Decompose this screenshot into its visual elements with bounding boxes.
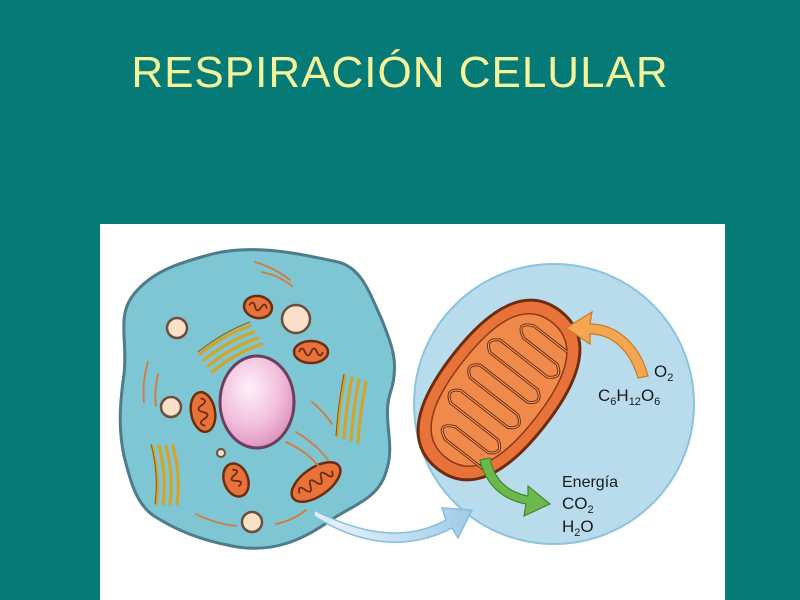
input-arrow xyxy=(564,310,649,379)
diagram-panel: O2 C6H12O6 Energía CO2 H2O xyxy=(100,224,725,600)
water-subscript: 2 xyxy=(574,527,580,539)
output-labels: Energía CO2 H2O xyxy=(562,474,618,539)
co2-symbol: CO xyxy=(562,494,588,513)
oxygen-label: O2 xyxy=(654,362,673,384)
glucose-label: C6H12O6 xyxy=(598,386,660,408)
cell-mitochondria xyxy=(189,294,342,503)
co2-subscript: 2 xyxy=(588,504,594,516)
svg-text:O2: O2 xyxy=(654,362,673,384)
energy-label: Energía xyxy=(562,474,618,491)
water-hydrogen: H xyxy=(562,517,574,536)
glucose-carbon: C xyxy=(598,386,610,405)
svg-text:C6H12O6: C6H12O6 xyxy=(598,386,660,408)
zoom-arrow xyxy=(313,507,474,543)
vesicles xyxy=(159,303,312,534)
nucleus xyxy=(218,354,296,450)
slide-title: RESPIRACIÓN CELULAR xyxy=(131,48,669,97)
large-mitochondrion xyxy=(416,298,582,482)
oxygen-subscript: 2 xyxy=(667,372,673,384)
glucose-hydrogen-subscript: 12 xyxy=(629,396,641,408)
water-oxygen: O xyxy=(580,517,593,536)
glucose-oxygen: O xyxy=(641,386,654,405)
glucose-carbon-subscript: 6 xyxy=(610,396,616,408)
co2-label: CO2 xyxy=(562,494,594,516)
glucose-oxygen-subscript: 6 xyxy=(654,396,660,408)
oxygen-symbol: O xyxy=(654,362,667,381)
cell-respiration-diagram: O2 C6H12O6 Energía CO2 H2O xyxy=(118,248,695,550)
output-arrow xyxy=(479,457,552,518)
water-label: H2O xyxy=(562,517,594,539)
cytoskeleton-fibers xyxy=(142,261,333,527)
golgi-apparatus xyxy=(150,324,368,506)
glucose-hydrogen: H xyxy=(616,386,628,405)
golgi-outline xyxy=(150,321,345,505)
